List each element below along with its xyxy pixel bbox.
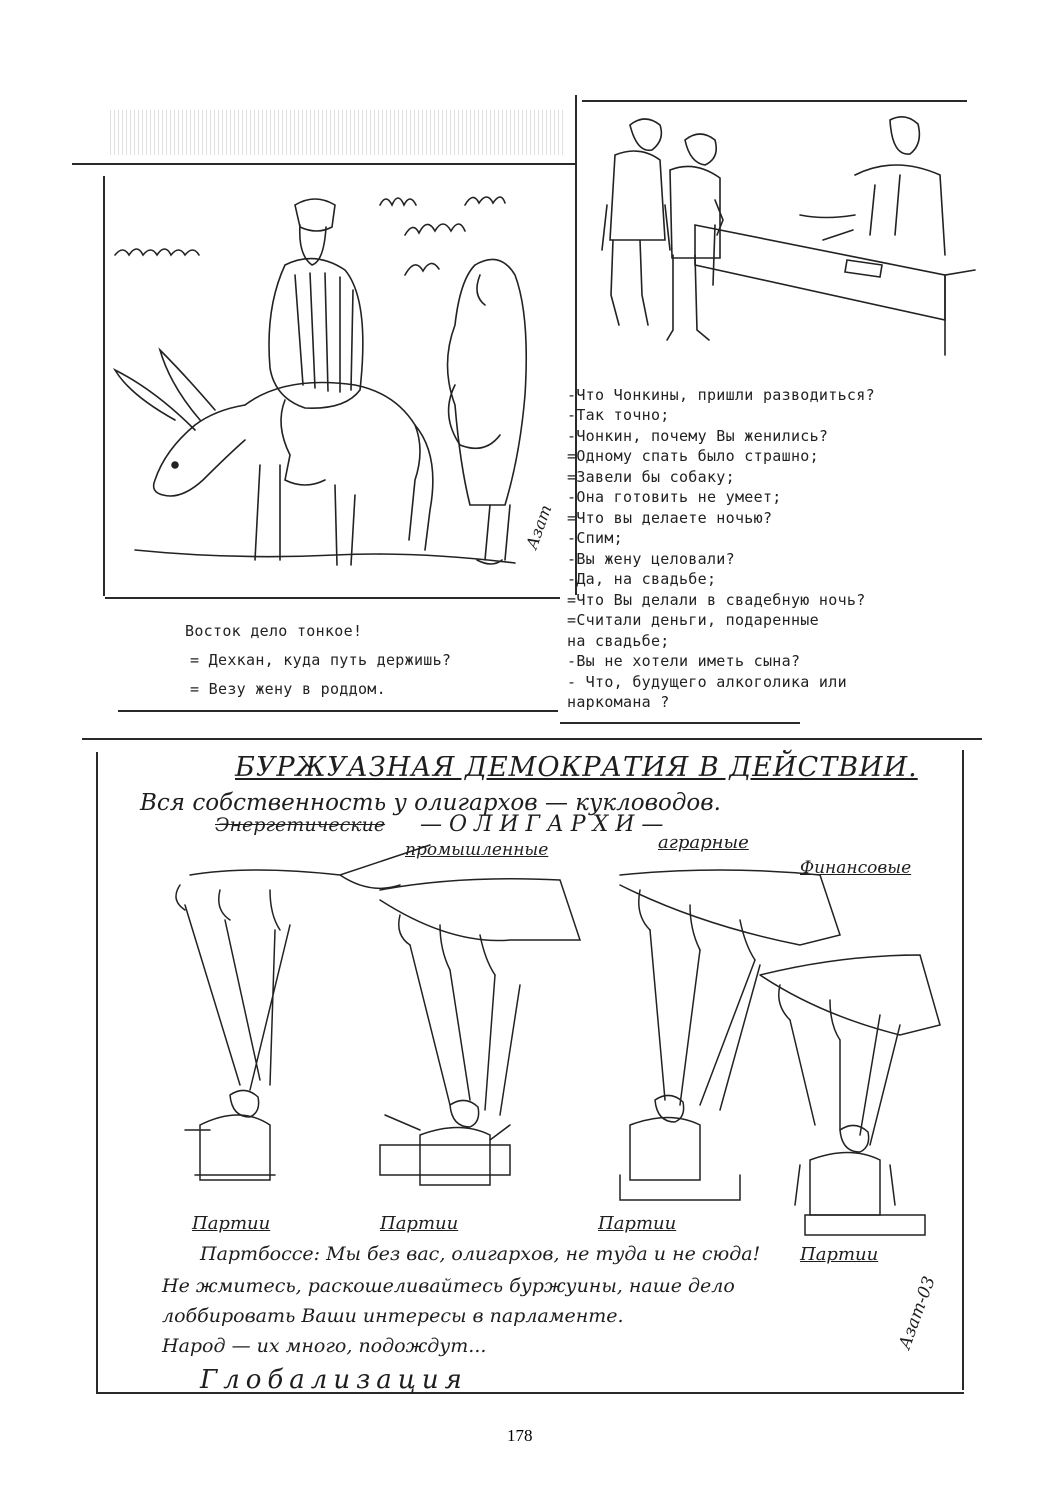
dialog-line: =Считали деньги, подаренные: [567, 611, 819, 629]
label-energy: Энергетические: [215, 814, 386, 836]
dialog-line: -Что Чонкины, пришли разводиться?: [567, 386, 875, 404]
panel-top-border: [72, 163, 577, 165]
bottom-panel-right-border: [962, 750, 964, 1390]
label-financial: Финансовые: [800, 858, 912, 878]
artist-signature: Азат-03: [895, 1273, 940, 1352]
dialog-line: -Вы не хотели иметь сына?: [567, 652, 801, 670]
caption-line-1: Партбоссе: Мы без вас, олигархов, не туд…: [200, 1243, 761, 1265]
dialog-line: -Она готовить не умеет;: [567, 488, 782, 506]
cartoon-title: БУРЖУАЗНАЯ ДЕМОКРАТИЯ В ДЕЙСТВИИ.: [235, 752, 918, 783]
dialog-line: - Что, будущего алкоголика или: [567, 673, 847, 691]
dialog-line: =Завели бы собаку;: [567, 468, 735, 486]
panel-right-bottom-edge: [560, 722, 800, 724]
party-label-3: Партии: [598, 1213, 677, 1234]
label-oligarchs: — О Л И Г А Р Х И —: [420, 812, 664, 837]
party-label-1: Партии: [192, 1213, 271, 1234]
panel-bottom-edge: [118, 710, 558, 712]
caption-line-3: лоббировать Ваши интересы в парламенте.: [162, 1305, 624, 1327]
dialog-line: наркомана ?: [567, 693, 670, 711]
dialog-line: на свадьбе;: [567, 632, 670, 650]
caption-line-1: Восток дело тонкое!: [185, 622, 363, 640]
page-number: 178: [507, 1426, 533, 1445]
bottom-panel-bottom-border: [96, 1392, 964, 1394]
label-industrial: промышленные: [405, 840, 549, 860]
puppet-platform: [804, 1214, 926, 1236]
footer-word: Глобализация: [200, 1365, 468, 1395]
caption-line-4: Народ — их много, подождут...: [162, 1335, 487, 1357]
cartoon-subtitle: Вся собственность у олигархов — кукловод…: [140, 790, 721, 816]
panel-bottom-border: [105, 597, 560, 599]
halftone-strip: [110, 110, 565, 155]
caption-line-3: = Везу жену в роддом.: [190, 680, 386, 698]
dialog-line: -Так точно;: [567, 406, 670, 424]
dialog-line: -Да, на свадьбе;: [567, 570, 717, 588]
dialog-line: =Что вы делаете ночью?: [567, 509, 773, 527]
puppeteers-illustration: [175, 844, 941, 1216]
dialog-line: =Одному спать было страшно;: [567, 447, 819, 465]
donkey-rider-illustration: [112, 196, 528, 566]
dialog-line: -Спим;: [567, 529, 623, 547]
divorce-office-illustration: [601, 116, 976, 356]
panel-right-border: [575, 95, 577, 595]
dialog-line: =Что Вы делали в свадебную ночь?: [567, 591, 866, 609]
bottom-panel-top-border: [82, 738, 982, 740]
caption-line-2: Не жмитесь, раскошеливайтесь буржуины, н…: [162, 1275, 735, 1297]
panel-left-border: [103, 176, 105, 596]
bottom-panel-left-border: [96, 752, 98, 1392]
label-agrarian: аграрные: [658, 832, 749, 853]
dialog-line: -Вы жену целовали?: [567, 550, 735, 568]
caption-line-2: = Дехкан, куда путь держишь?: [190, 651, 452, 669]
dialog-line: -Чонкин, почему Вы женились?: [567, 427, 829, 445]
panel-right-top-border: [582, 100, 967, 102]
dialog-block: -Что Чонкины, пришли разводиться? -Так т…: [567, 385, 967, 715]
party-label-2: Партии: [380, 1213, 459, 1234]
party-label-4: Партии: [800, 1244, 879, 1265]
